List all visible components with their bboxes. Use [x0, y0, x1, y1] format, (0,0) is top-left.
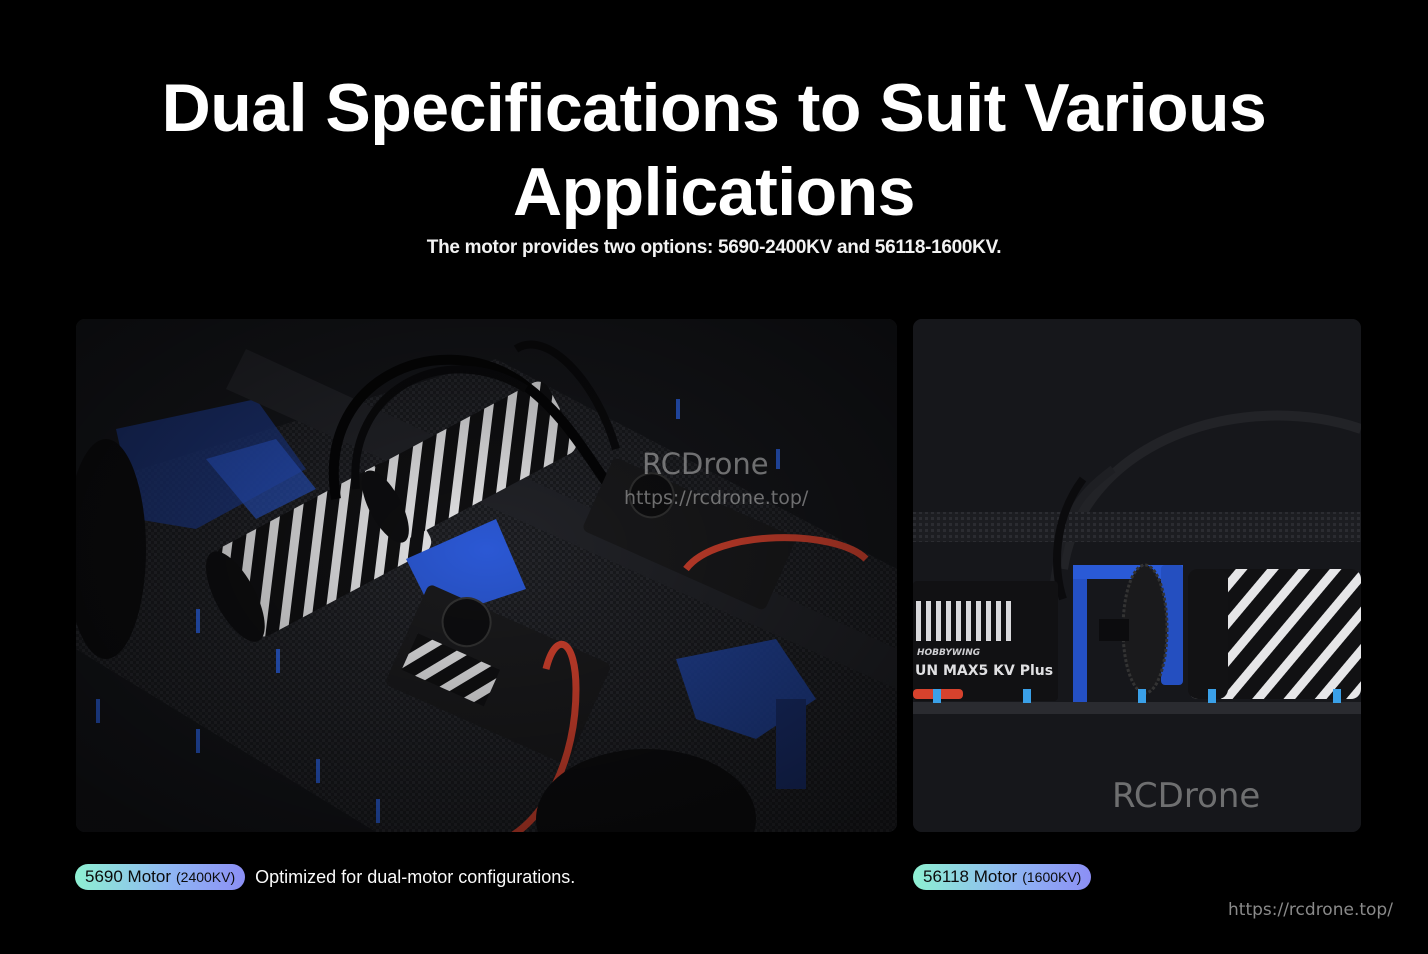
badge-model: 56118 Motor	[923, 867, 1018, 886]
watermark-url: https://rcdrone.top/	[624, 487, 809, 509]
page-title: Dual Specifications to Suit Various Appl…	[161, 70, 1267, 230]
caption-5690: 5690 Motor (2400KV) Optimized for dual-m…	[75, 864, 575, 890]
badge-kv: (2400KV)	[176, 869, 236, 885]
spec-badge-56118: 56118 Motor (1600KV)	[913, 864, 1092, 890]
badge-model: 5690 Motor	[85, 867, 171, 886]
badge-kv: (1600KV)	[1022, 869, 1082, 885]
product-image-56118: HOBBYWING UN MAX5 KV Plus RCDrone	[913, 319, 1361, 832]
chassis-photo-illustration	[76, 319, 897, 832]
spec-badge-5690: 5690 Motor (2400KV)	[75, 864, 246, 890]
caption-56118: 56118 Motor (1600KV)	[913, 864, 1092, 890]
watermark-brand: RCDrone	[642, 447, 769, 481]
caption-description: Optimized for dual-motor configurations.	[255, 866, 576, 887]
product-image-5690: RCDrone https://rcdrone.top/	[76, 319, 897, 832]
watermark-brand: RCDrone	[1112, 776, 1261, 816]
footer-watermark-url: https://rcdrone.top/	[1228, 900, 1393, 920]
side-view-photo-illustration: HOBBYWING UN MAX5 KV Plus	[913, 319, 1361, 832]
svg-text:UN MAX5 KV Plus: UN MAX5 KV Plus	[915, 663, 1053, 679]
page-subtitle: The motor provides two options: 5690-240…	[426, 237, 1002, 258]
svg-text:HOBBYWING: HOBBYWING	[917, 648, 980, 658]
